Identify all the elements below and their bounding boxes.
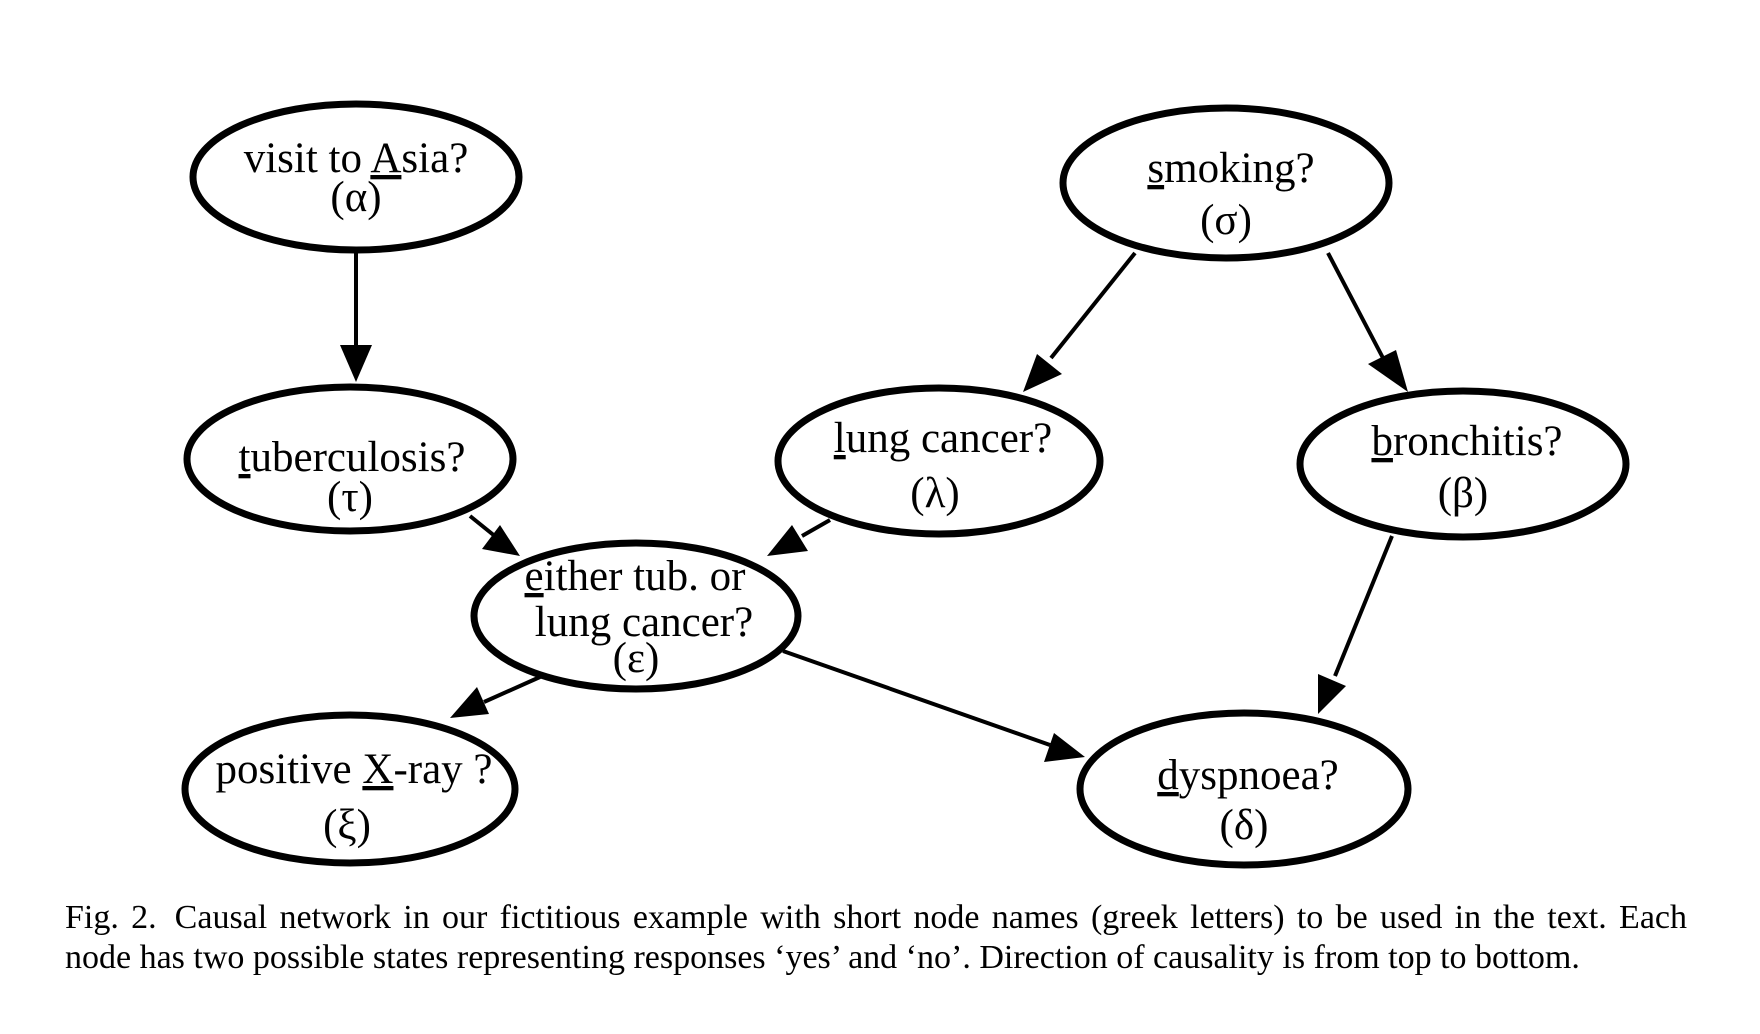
node-label: lung cancer? [834,415,1052,462]
edge-smoking-to-bronchitis [1326,252,1408,392]
node-symbol: (λ) [910,470,960,517]
figure-label: Fig. 2. [65,899,157,936]
node-symbol: (τ) [327,474,373,521]
node-symbol: (ε) [613,635,660,682]
edge-smoking-to-lung-cancer [1023,251,1137,392]
node-label: smoking? [1147,145,1314,192]
node-symbol: (β) [1438,470,1489,517]
node-visit-to-asia: visit to Asia? (α) [189,100,523,254]
node-label: visit to Asia? [244,135,469,182]
edge-bronchitis-to-dyspnoea [1318,535,1394,714]
edges [340,250,1408,762]
node-symbol: (δ) [1220,802,1269,849]
figure-caption: Fig. 2.Causal network in our fictitious … [65,898,1687,978]
node-bronchitis: bronchitis? (β) [1296,387,1630,541]
node-smoking: smoking? (σ) [1059,104,1393,262]
edge-asia-to-tuberculosis [340,250,372,382]
node-symbol: (ξ) [323,802,371,849]
edge-lung-cancer-to-either [767,518,831,556]
edge-either-to-dyspnoea [782,649,1085,762]
node-label: tuberculosis? [239,434,466,481]
edge-tuberculosis-to-either [468,514,520,556]
node-symbol: (α) [330,174,381,221]
caption-text: Causal network in our fictitious example… [65,899,1687,976]
node-label: either tub. or [525,553,746,600]
node-dyspnoea: dyspnoea? (δ) [1076,709,1412,869]
edge-either-to-xray [450,675,541,718]
node-label: positive X-ray ? [215,746,492,793]
node-symbol: (σ) [1200,197,1252,244]
node-label: dyspnoea? [1157,752,1339,799]
node-label: bronchitis? [1371,418,1562,465]
node-label-line2: lung cancer? [535,599,753,646]
node-tuberculosis: tuberculosis? (τ) [183,383,517,535]
node-either-tub-or-lung-cancer: either tub. or lung cancer? (ε) [470,539,802,693]
node-lung-cancer: lung cancer? (λ) [774,384,1104,538]
node-positive-xray: positive X-ray ? (ξ) [181,711,519,867]
